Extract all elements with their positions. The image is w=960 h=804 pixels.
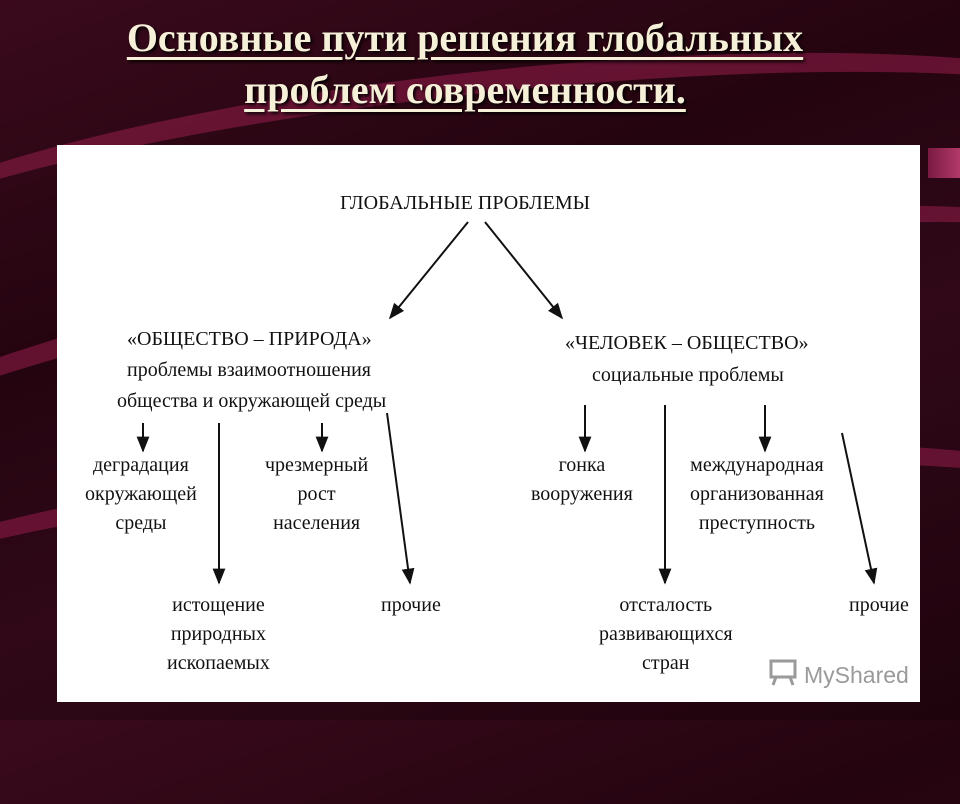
item-depletion: истощение природных ископаемых <box>167 594 270 674</box>
projector-icon <box>768 657 798 693</box>
slide-title-line-2: проблем современности. <box>244 67 686 112</box>
left-branch-title: «ОБЩЕСТВО – ПРИРОДА» <box>127 328 372 350</box>
diagram-arrows <box>136 221 878 585</box>
item-degradation: деградация окружающей среды <box>85 454 197 534</box>
arrow-root-to-left <box>388 221 469 320</box>
left-branch-subtitle-1: проблемы взаимоотношения <box>127 359 371 381</box>
arrow-root-to-right <box>484 221 564 320</box>
item-population: чрезмерный рост населения <box>265 454 369 534</box>
item-backwardness: отсталость развивающихся стран <box>599 594 733 674</box>
slide-title-line-1: Основные пути решения глобальных <box>126 15 804 60</box>
watermark-text: MyShared <box>804 661 909 688</box>
item-left-other: прочие <box>381 594 441 616</box>
slide-title: Основные пути решения глобальных проблем… <box>0 12 930 116</box>
item-organized-crime: международная организованная преступност… <box>690 454 824 534</box>
diagram-panel: ГЛОБАЛЬНЫЕ ПРОБЛЕМЫ «ОБЩЕСТВО – ПРИРОДА»… <box>57 145 920 702</box>
item-right-other: прочие <box>849 594 909 616</box>
arrow-to-right-other <box>841 432 878 585</box>
arrow-to-left-other <box>386 412 415 585</box>
root-node: ГЛОБАЛЬНЫЕ ПРОБЛЕМЫ <box>340 192 591 214</box>
decorative-tab <box>928 148 960 178</box>
right-branch-title: «ЧЕЛОВЕК – ОБЩЕСТВО» <box>565 332 809 354</box>
myshared-watermark: MyShared <box>768 658 909 692</box>
item-arms-race: гонка вооружения <box>531 454 633 505</box>
right-branch-subtitle: социальные проблемы <box>592 364 784 386</box>
left-branch-subtitle-2: общества и окружающей среды <box>117 390 387 412</box>
